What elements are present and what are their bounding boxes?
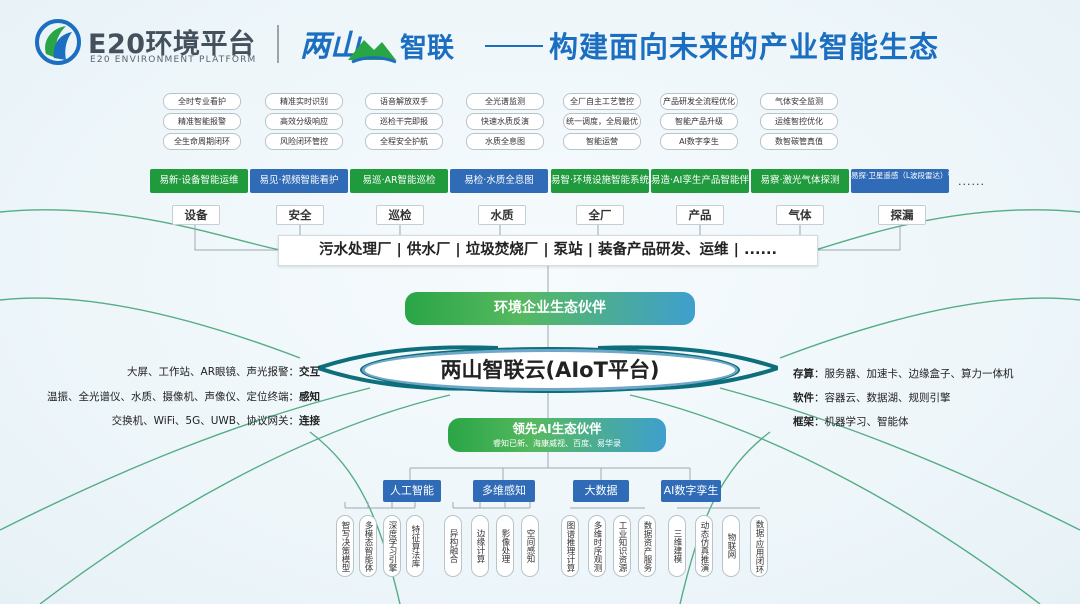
capability-tag: 智能运营 bbox=[563, 133, 641, 150]
left-interaction: 大屏、工作站、AR眼镜、声光报警：交互 bbox=[127, 366, 320, 378]
capability-tag: 全厂自主工艺管控 bbox=[563, 93, 641, 110]
capability-tag: 运维智控优化 bbox=[760, 113, 838, 130]
category-8: 探漏 bbox=[878, 205, 926, 225]
capability-tag: 全光谱监测 bbox=[466, 93, 544, 110]
capability-tag: 水质全息图 bbox=[466, 133, 544, 150]
capability-tag: 巡检干完即报 bbox=[365, 113, 443, 130]
capability-tag: 产品研发全流程优化 bbox=[660, 93, 738, 110]
industry-scenarios: 污水处理厂 | 供水厂 | 垃圾焚烧厂 | 泵站 | 装备产品研发、运维 | .… bbox=[278, 235, 818, 266]
left-perception: 温振、全光谱仪、水质、摄像机、声像仪、定位终端：感知 bbox=[47, 391, 320, 403]
product-label: 易造·AI孪生产品智能伴侣 bbox=[651, 169, 749, 193]
enterprise-ecosystem-partners: 环境企业生态伙伴 bbox=[405, 292, 695, 325]
ai-partner-title: 领先AI生态伙伴 bbox=[512, 421, 602, 436]
product-label: 易新·设备智能运维 bbox=[150, 169, 248, 193]
category-3: 巡检 bbox=[376, 205, 424, 225]
tech-card: 异构融合 bbox=[444, 515, 462, 577]
capability-tag: 快速水质反演 bbox=[466, 113, 544, 130]
e20-logo-icon bbox=[35, 19, 81, 65]
product-label: 易探·卫星遥感（L波段雷达）管网漏损检测 bbox=[851, 169, 949, 193]
page-title: 构建面向未来的产业智能生态 bbox=[549, 30, 940, 64]
product-label: 易见·视频智能看护 bbox=[250, 169, 348, 193]
tech-card: 特征算法库 bbox=[406, 515, 424, 577]
category-6: 产品 bbox=[676, 205, 724, 225]
capability-tag: 风险闭环管控 bbox=[265, 133, 343, 150]
capability-tag: 高效分级响应 bbox=[265, 113, 343, 130]
right-storage-compute: 存算：服务器、加速卡、边缘盒子、算力一体机 bbox=[793, 368, 1014, 380]
tech-card: 三维建模 bbox=[668, 515, 686, 577]
tech-card: 多模态智能体 bbox=[359, 515, 377, 577]
tech-card: 空间感知 bbox=[521, 515, 539, 577]
tech-card: 图谱推理计算 bbox=[561, 515, 579, 577]
product-label: 易智·环境设施智能系统 bbox=[551, 169, 649, 193]
e20-logo-text: E20环境平台 bbox=[88, 29, 256, 60]
left-connection: 交换机、WiFi、5G、UWB、协议网关：连接 bbox=[111, 415, 320, 427]
product-label: 易巡·AR智能巡检 bbox=[350, 169, 448, 193]
tech-card: 物联网 bbox=[722, 515, 740, 577]
category-5: 全厂 bbox=[576, 205, 624, 225]
capability-tag: 语音解放双手 bbox=[365, 93, 443, 110]
liangshan-mountain-icon: 两山 bbox=[300, 29, 397, 64]
capability-tag: 统一调度，全局最优 bbox=[563, 113, 641, 130]
aiot-cloud-platform: 两山智联云(AIoT平台) bbox=[360, 347, 740, 393]
tech-card: 工业知识资源 bbox=[613, 515, 631, 577]
capability-tag: 精准实时识别 bbox=[265, 93, 343, 110]
tech-card: 智写决策模型 bbox=[336, 515, 354, 577]
tech-group-label: 人工智能 bbox=[383, 480, 441, 502]
tech-group-label: AI数字孪生 bbox=[661, 480, 721, 502]
brand-name: 智联 bbox=[400, 33, 454, 64]
tech-group-label: 多维感知 bbox=[473, 480, 535, 502]
capability-tag: 数智碳管真值 bbox=[760, 133, 838, 150]
capability-tag: 气体安全监测 bbox=[760, 93, 838, 110]
tech-card: 数据资产服务 bbox=[638, 515, 656, 577]
right-framework: 框架：机器学习、智能体 bbox=[793, 416, 909, 428]
tech-group-label: 大数据 bbox=[573, 480, 629, 502]
category-7: 气体 bbox=[776, 205, 824, 225]
e20-logo-subtitle: E20 ENVIRONMENT PLATFORM bbox=[90, 55, 257, 65]
right-software: 软件：容器云、数据湖、规则引擎 bbox=[793, 392, 951, 404]
header-divider bbox=[277, 25, 279, 63]
product-label: 易察·激光气体探测 bbox=[751, 169, 849, 193]
ai-ecosystem-partners: 领先AI生态伙伴 睿知已新、海康威视、百度、易华录 bbox=[448, 418, 666, 452]
products-more: ...... bbox=[958, 175, 985, 188]
title-dash bbox=[485, 45, 543, 47]
capability-tag: 全时专业看护 bbox=[163, 93, 241, 110]
tech-card: 动态仿真推演 bbox=[695, 515, 713, 577]
category-4: 水质 bbox=[478, 205, 526, 225]
ai-partner-names: 睿知已新、海康威视、百度、易华录 bbox=[493, 439, 621, 448]
tech-card: 深度学习引擎 bbox=[383, 515, 401, 577]
tech-card: 边缘计算 bbox=[471, 515, 489, 577]
capability-tag: 全生命周期闭环 bbox=[163, 133, 241, 150]
tech-card: 影像处理 bbox=[496, 515, 514, 577]
capability-tag: AI数字孪生 bbox=[660, 133, 738, 150]
capability-tag: 精准智能报警 bbox=[163, 113, 241, 130]
capability-tag: 智能产品升级 bbox=[660, 113, 738, 130]
capability-tag: 全程安全护航 bbox=[365, 133, 443, 150]
category-2: 安全 bbox=[276, 205, 324, 225]
tech-card: 数据·应用闭环 bbox=[750, 515, 768, 577]
category-1: 设备 bbox=[172, 205, 220, 225]
tech-card: 多维时序观测 bbox=[588, 515, 606, 577]
product-label: 易检·水质全息图 bbox=[450, 169, 548, 193]
